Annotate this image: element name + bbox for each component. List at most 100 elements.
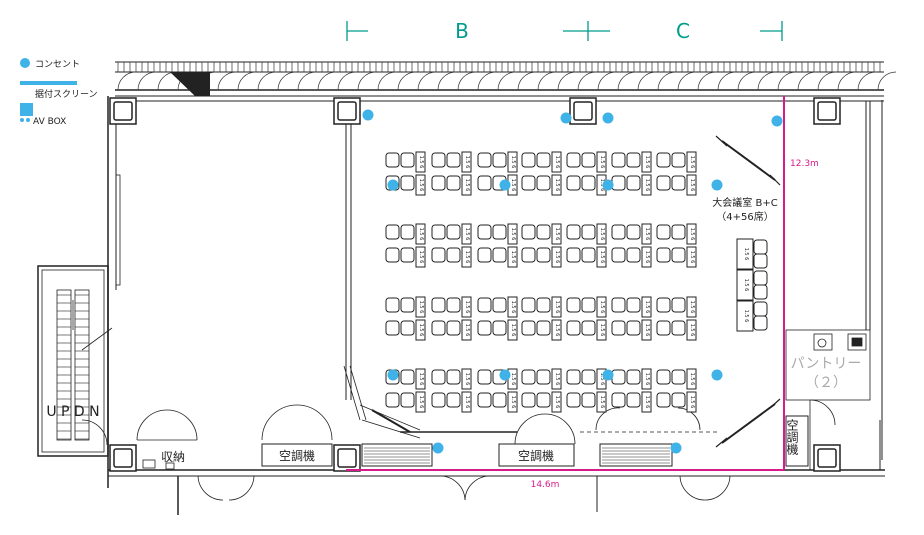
window-wall bbox=[115, 61, 897, 102]
side-desk-unit: 1.5 6 bbox=[736, 300, 768, 332]
desk-tag: 1.5 6 bbox=[464, 324, 470, 337]
desk-tag: 1.5 6 bbox=[464, 156, 470, 169]
desk-grid: 1.5 61.5 61.5 61.5 61.5 61.5 61.5 61.5 6… bbox=[385, 151, 697, 413]
desk-tag: 1.5 6 bbox=[464, 251, 470, 264]
desk-tag: 1.5 6 bbox=[599, 251, 605, 264]
desk-unit: 1.5 6 bbox=[431, 223, 472, 245]
desk-unit: 1.5 6 bbox=[477, 296, 518, 318]
desk-unit: 1.5 6 bbox=[611, 246, 652, 268]
desk-unit: 1.5 6 bbox=[431, 174, 472, 196]
desk-unit: 1.5 6 bbox=[385, 151, 426, 173]
outlet-icon bbox=[387, 179, 399, 191]
room-name: 大会議室 B+C bbox=[712, 196, 777, 209]
outlet-icon bbox=[711, 369, 723, 381]
legend-outlet-icon bbox=[20, 58, 30, 68]
aircon-pantry: 空調機 bbox=[785, 415, 809, 467]
desk-tag: 1.5 6 bbox=[554, 228, 560, 241]
desk-unit: 1.5 6 bbox=[477, 391, 518, 413]
desk-tag: 1.5 6 bbox=[743, 248, 749, 261]
doors bbox=[197, 365, 731, 501]
desk-unit: 1.5 6 bbox=[477, 223, 518, 245]
desk-tag: 1.5 6 bbox=[689, 251, 695, 264]
desk-unit: 1.5 6 bbox=[431, 246, 472, 268]
storage-label: 収納 bbox=[161, 450, 185, 464]
width-dimension: 14.6m bbox=[531, 480, 560, 490]
desk-unit: 1.5 6 bbox=[611, 223, 652, 245]
desk-tag: 1.5 6 bbox=[554, 179, 560, 192]
desk-tag: 1.5 6 bbox=[644, 324, 650, 337]
vent-grilles bbox=[361, 443, 673, 467]
legend-screen-label: 据付スクリーン bbox=[35, 88, 98, 100]
desk-unit: 1.5 6 bbox=[431, 368, 472, 390]
section-c-label: C bbox=[676, 19, 690, 43]
columns bbox=[109, 97, 841, 472]
outlet-icon bbox=[387, 369, 399, 381]
desk-unit: 1.5 6 bbox=[611, 174, 652, 196]
dimensions bbox=[346, 96, 785, 471]
desk-unit: 1.5 6 bbox=[431, 319, 472, 341]
desk-tag: 1.5 6 bbox=[644, 396, 650, 409]
desk-tag: 1.5 6 bbox=[510, 228, 516, 241]
depth-dimension: 12.3m bbox=[790, 159, 819, 169]
side-desk-block: 1.5 61.5 61.5 6 bbox=[736, 238, 768, 332]
desk-tag: 1.5 6 bbox=[464, 228, 470, 241]
desk-tag: 1.5 6 bbox=[689, 156, 695, 169]
desk-tag: 1.5 6 bbox=[510, 373, 516, 386]
desk-unit: 1.5 6 bbox=[566, 296, 607, 318]
desk-unit: 1.5 6 bbox=[656, 368, 697, 390]
desk-tag: 1.5 6 bbox=[464, 396, 470, 409]
desk-unit: 1.5 6 bbox=[566, 151, 607, 173]
desk-tag: 1.5 6 bbox=[418, 251, 424, 264]
outlet-icon bbox=[560, 112, 572, 124]
desk-tag: 1.5 6 bbox=[418, 373, 424, 386]
desk-unit: 1.5 6 bbox=[521, 296, 562, 318]
desk-tag: 1.5 6 bbox=[510, 324, 516, 337]
pantry-label: パントリー bbox=[791, 356, 862, 372]
desk-tag: 1.5 6 bbox=[644, 179, 650, 192]
desk-unit: 1.5 6 bbox=[611, 151, 652, 173]
desk-tag: 1.5 6 bbox=[554, 396, 560, 409]
column bbox=[333, 97, 361, 125]
desk-tag: 1.5 6 bbox=[644, 301, 650, 314]
column bbox=[109, 97, 137, 125]
outlet-icon bbox=[602, 369, 614, 381]
desk-tag: 1.5 6 bbox=[644, 228, 650, 241]
desk-unit: 1.5 6 bbox=[385, 246, 426, 268]
desk-tag: 1.5 6 bbox=[689, 324, 695, 337]
desk-unit: 1.5 6 bbox=[477, 368, 518, 390]
desk-unit: 1.5 6 bbox=[611, 319, 652, 341]
desk-tag: 1.5 6 bbox=[689, 373, 695, 386]
desk-tag: 1.5 6 bbox=[554, 301, 560, 314]
desk-unit: 1.5 6 bbox=[611, 296, 652, 318]
legend-avbox-label: AV BOX bbox=[33, 117, 66, 127]
desk-tag: 1.5 6 bbox=[689, 179, 695, 192]
screen-top bbox=[721, 140, 776, 181]
desk-unit: 1.5 6 bbox=[431, 391, 472, 413]
aircon-pantry-label: 空調機 bbox=[785, 419, 799, 455]
desk-unit: 1.5 6 bbox=[521, 391, 562, 413]
column bbox=[813, 444, 841, 472]
legend-avbox-icon bbox=[20, 103, 33, 116]
desk-tag: 1.5 6 bbox=[464, 179, 470, 192]
desk-unit: 1.5 6 bbox=[566, 368, 607, 390]
column bbox=[813, 97, 841, 125]
desk-tag: 1.5 6 bbox=[510, 251, 516, 264]
outlet-icon bbox=[362, 109, 374, 121]
aircon-left-label: 空調機 bbox=[279, 448, 315, 463]
legend-outlet-label: コンセント bbox=[35, 59, 80, 70]
stairs-label: U P D N bbox=[46, 404, 99, 420]
column bbox=[109, 444, 137, 472]
section-markers bbox=[346, 21, 783, 41]
desk-unit: 1.5 6 bbox=[385, 223, 426, 245]
desk-unit: 1.5 6 bbox=[477, 246, 518, 268]
desk-unit: 1.5 6 bbox=[521, 223, 562, 245]
desk-tag: 1.5 6 bbox=[689, 301, 695, 314]
desk-tag: 1.5 6 bbox=[418, 228, 424, 241]
desk-unit: 1.5 6 bbox=[656, 174, 697, 196]
screen-bottom bbox=[721, 403, 776, 444]
desk-tag: 1.5 6 bbox=[510, 156, 516, 169]
desk-tag: 1.5 6 bbox=[689, 228, 695, 241]
pantry-number: （２） bbox=[805, 375, 847, 391]
outlet-icon bbox=[670, 442, 682, 454]
